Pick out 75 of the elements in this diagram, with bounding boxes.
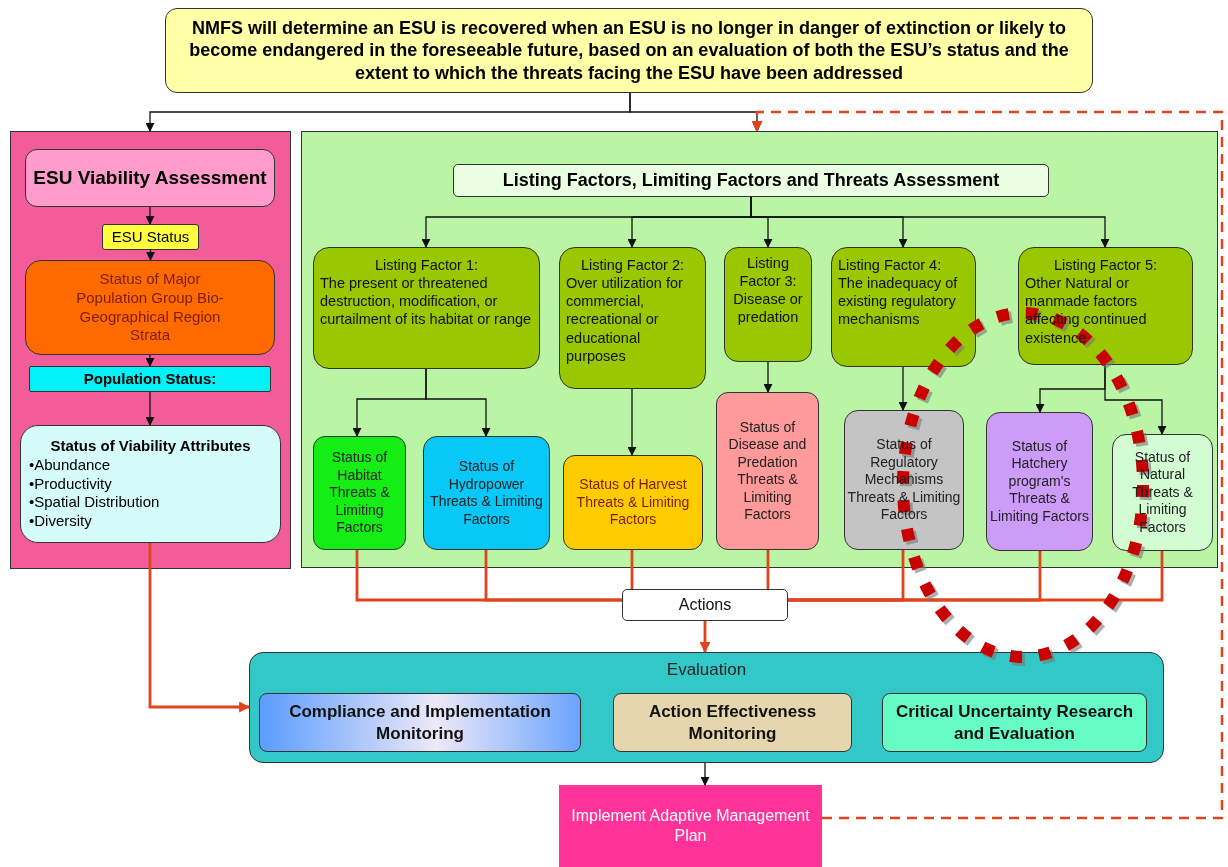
heading: Listing Factor 4: [838,256,943,275]
connector-line [484,550,622,602]
arrow [898,366,908,411]
label: Status of Major Population Group Bio-Geographical Region Strata [75,270,225,345]
label: NMFS will determine an ESU is recovered when an ESU is no longer in danger of extinction or likely to become endangered in the foreseeable future, based on an evaluation of both the ESU’s status and the extent to which the threats facing the ESU have been addressed [188,16,1070,85]
arrow [148,543,251,713]
monitoring-box [882,693,1147,752]
label: Critical Uncertainty Research and Evaluation [894,701,1135,744]
arrow [146,249,155,261]
description: Over utilization for commercial, recreational or educational purposes [566,274,684,365]
status-box [716,392,819,550]
list-item: •Abundance [29,455,112,475]
status-box [563,455,703,550]
heading: Status of Viability Attributes [49,437,252,456]
label: Population Status: [82,369,218,389]
process-box [831,247,976,367]
header-box [453,164,1049,197]
label: Compliance and Implementation Monitoring [288,701,552,744]
label: Status of Harvest Threats & Limiting Factors [575,476,691,529]
heading: Listing Factor 3: [738,254,798,291]
process-box [313,247,540,369]
description: Disease or predation [732,290,804,327]
process-box [20,425,281,543]
action-box [622,589,788,621]
process-box [25,149,275,207]
arrow [751,110,1224,820]
heading: Listing Factor 2: [579,256,686,275]
status-box [986,412,1093,551]
arrow [763,361,773,393]
label: Action Effectiveness Monitoring [647,701,818,744]
monitoring-box [259,693,581,752]
connector-line [788,551,1164,602]
panel [10,131,291,569]
list-item: •Productivity [29,474,113,494]
status-box [102,224,199,250]
arrow [425,368,491,437]
process-box [559,247,706,389]
label: Listing Factors, Limiting Factors and Threats Assessment [501,169,1001,192]
panel [301,131,1218,568]
process-box [724,247,812,362]
list-item: •Diversity [29,512,93,531]
arrow [627,388,637,456]
description: The inadequacy of existing regulatory mechanisms [838,274,959,329]
description: The present or threatened destruction, modification, or curtailment of its habitat or range [320,274,533,329]
connector-line [766,550,770,589]
list-item: •Spatial Distribution [29,493,161,513]
arrow [699,621,711,654]
arrow [145,354,155,367]
label: Evaluation [665,659,748,681]
label: Implement Adaptive Management Plan [570,806,811,846]
label: Actions [677,595,733,615]
label: Status of Disease and Predation Threats & Limiting Factors [727,418,808,524]
evaluation-panel [249,652,1164,763]
heading: Listing Factor 5: [1052,256,1159,275]
status-box [313,436,406,550]
process-box [1018,247,1193,365]
label: ESU Status [110,227,191,247]
arrow [700,762,710,786]
arrow [145,206,155,225]
monitoring-box [613,693,852,752]
process-box [25,260,275,355]
label: Status of Hydropower Threats & Limiting Factors [429,458,544,528]
label: Status of Hatchery program's Threats & Limiting Factors [989,437,1090,526]
label: ESU Viability Assessment [32,166,268,190]
status-box [844,410,964,550]
status-box [1112,434,1213,551]
label: Status of Habitat Threats & Limiting Factors [328,449,391,537]
connector-line [630,550,634,589]
status-box [29,366,271,392]
statement-box [165,8,1093,93]
status-box [423,436,550,550]
arrow [145,391,155,426]
heading: Listing Factor 1: [373,256,480,275]
plan-box [559,785,822,867]
arrow [1104,364,1167,435]
